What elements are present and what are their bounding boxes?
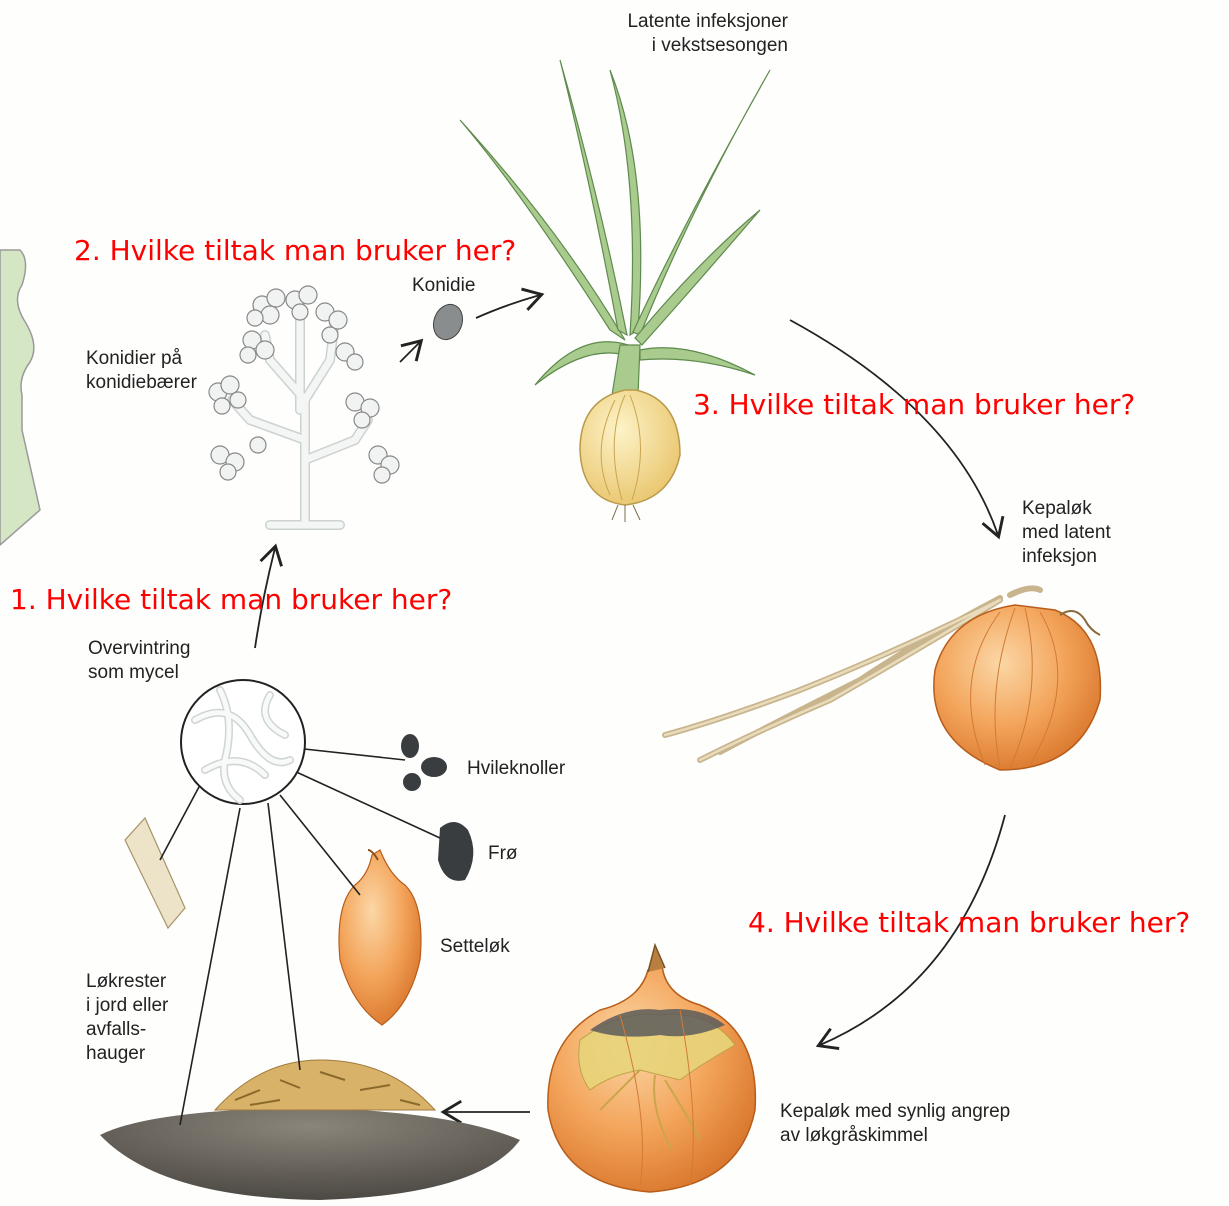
sclerotia	[401, 734, 447, 791]
question-4: 4. Hvilke tiltak man bruker her?	[748, 906, 1190, 940]
conidium-spore	[429, 300, 468, 343]
conidiophore-illustration	[209, 286, 399, 525]
label-onion-visible-mold: Kepaløk med synlig angrep av løkgråskimm…	[780, 1100, 1010, 1148]
set-onion	[339, 850, 421, 1025]
seed	[438, 822, 473, 881]
puzzle-piece-icon	[0, 250, 40, 545]
onion-visible-gray-mold	[548, 945, 756, 1192]
onion-latent-infection	[665, 588, 1100, 770]
question-3: 3. Hvilke tiltak man bruker her?	[693, 388, 1135, 422]
young-onion-plant	[460, 60, 770, 522]
label-conidia-on-conidiophores: Konidier på konidiebærer	[86, 347, 197, 395]
label-set-onion: Setteløk	[440, 935, 510, 959]
question-2: 2. Hvilke tiltak man bruker her?	[74, 234, 516, 268]
label-onion-debris: Løkrester i jord eller avfalls- hauger	[86, 970, 168, 1066]
label-latent-infections: Latente infeksjoner i vekstsesongen	[588, 10, 788, 58]
label-onion-latent-infection: Kepaløk med latent infeksjon	[1022, 497, 1111, 569]
label-conidium: Konidie	[412, 274, 475, 298]
label-seed: Frø	[488, 842, 518, 866]
label-overwintering-mycelium: Overvintring som mycel	[88, 637, 190, 685]
onion-debris-piece	[125, 818, 185, 928]
question-1: 1. Hvilke tiltak man bruker her?	[10, 583, 452, 617]
soil-debris-heap	[100, 1060, 520, 1200]
label-sclerotia: Hvileknoller	[467, 757, 565, 781]
